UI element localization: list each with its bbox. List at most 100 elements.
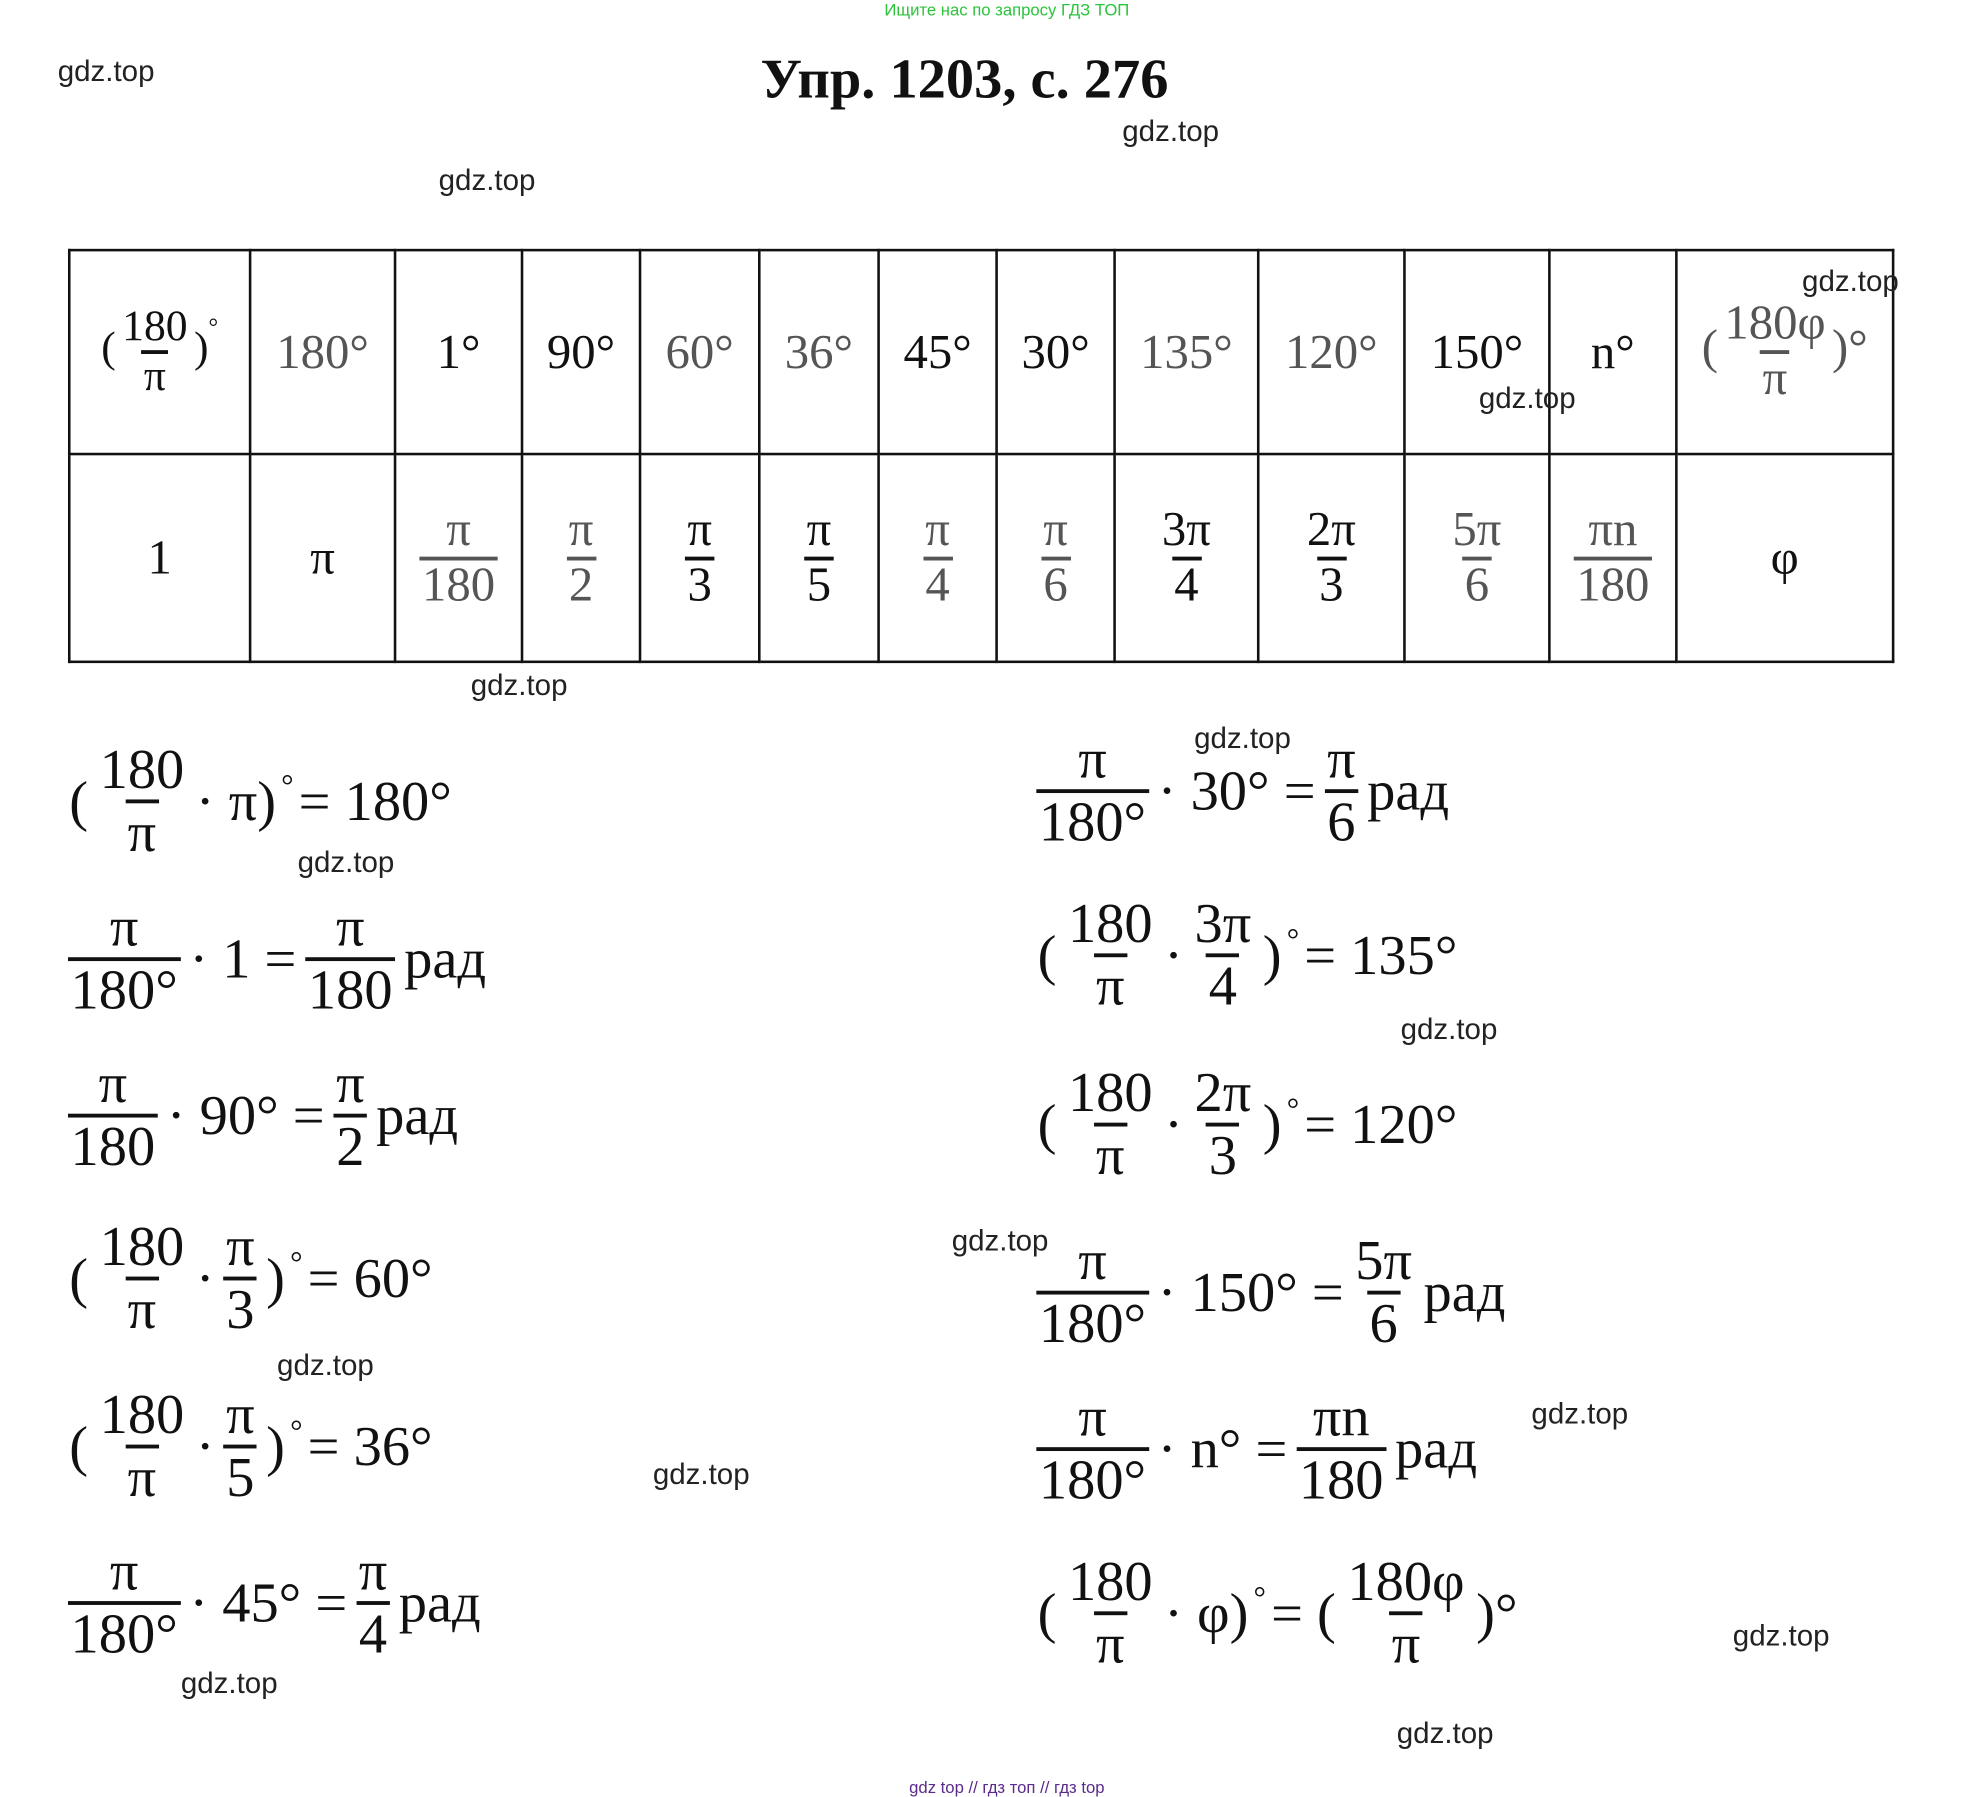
watermark-text: gdz.top [1478, 380, 1576, 415]
math-text: 150° [1430, 325, 1524, 380]
watermark-text: gdz.top [1732, 1618, 1830, 1652]
math-text: = 120° [1304, 1093, 1458, 1157]
numerator: π [226, 1383, 255, 1446]
numerator: π [226, 1215, 255, 1278]
denominator: 6 [1324, 789, 1358, 852]
denominator: 180 [1296, 1447, 1387, 1510]
numerator: π [806, 502, 832, 557]
denominator: 180 [419, 556, 498, 611]
math-text: = ( [1271, 1582, 1336, 1645]
math-text: = 135° [1304, 924, 1458, 987]
math-text: ( [1037, 1093, 1057, 1157]
denominator: 4 [356, 1601, 390, 1664]
math-text: = 180° [298, 770, 452, 834]
denominator: 5 [223, 1444, 258, 1508]
math-text: рад [1423, 1261, 1506, 1325]
math-text: рад [404, 927, 487, 991]
numerator: 3π [1161, 502, 1211, 557]
math-text: 135° [1140, 325, 1233, 380]
denominator: 3 [1206, 1122, 1240, 1186]
denominator: 180° [1036, 1447, 1149, 1510]
numerator: π [98, 1052, 128, 1115]
numerator: π [1043, 502, 1068, 557]
denominator: 3 [1316, 556, 1347, 611]
table-cell: 150° [1403, 248, 1551, 456]
numerator: πn [1312, 1385, 1370, 1449]
denominator: 180° [67, 957, 181, 1020]
math-text: 60° [665, 325, 734, 380]
watermark-text: gdz.top [1802, 264, 1899, 298]
watermark-text: gdz.top [438, 162, 536, 197]
denominator: π [1093, 1611, 1128, 1675]
math-text: · π) [195, 770, 276, 834]
denominator: 180° [67, 1601, 181, 1664]
watermark-text: gdz.top [1396, 1716, 1494, 1750]
denominator: π [1093, 953, 1128, 1017]
denominator: 180° [1036, 1290, 1149, 1354]
math-text: 1° [436, 325, 481, 380]
denominator: 180° [1036, 789, 1149, 852]
numerator: 180φ [1347, 1549, 1465, 1613]
watermark-text: gdz.top [1531, 1396, 1629, 1431]
footer-links[interactable]: gdz top // гдз топ // гдз top [909, 1777, 1105, 1797]
math-text: n° [1590, 325, 1635, 380]
math-text: 120° [1285, 325, 1378, 380]
watermark-text: gdz.top [951, 1223, 1049, 1257]
table-cell: 30° [995, 248, 1116, 456]
math-text: 45° [903, 325, 972, 380]
denominator: 3 [223, 1276, 258, 1340]
degree-superscript: ° [208, 313, 219, 341]
math-text: · 45° = [189, 1571, 348, 1635]
denominator: 5 [804, 556, 834, 611]
degree-superscript: ° [1253, 1580, 1266, 1615]
numerator: π [925, 502, 950, 557]
math-text: = 60° [307, 1247, 433, 1311]
denominator: π [1093, 1122, 1128, 1186]
math-text: 1 [147, 530, 172, 585]
math-text: )° [1476, 1582, 1518, 1645]
denominator: 6 [1040, 556, 1071, 611]
math-text: 30° [1021, 325, 1090, 380]
table-cell: 60° [638, 248, 761, 456]
watermark-text: gdz.top [57, 53, 155, 88]
search-hint-banner[interactable]: Ищите нас по запросу ГДЗ ТОП [884, 0, 1130, 20]
math-text: π [310, 530, 335, 585]
math-text: рад [376, 1084, 459, 1148]
math-text: ( [1037, 924, 1057, 987]
numerator: π [109, 1539, 139, 1603]
math-text: рад [398, 1571, 481, 1635]
numerator: π [1078, 1229, 1107, 1292]
table-cell: n° [1548, 248, 1678, 456]
numerator: 180 [99, 1215, 185, 1278]
